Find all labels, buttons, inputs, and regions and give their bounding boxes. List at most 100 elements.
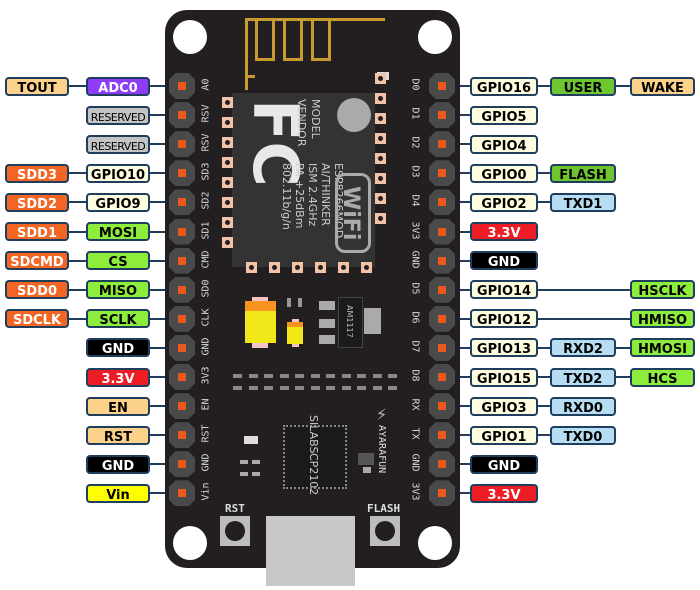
- header-pin[interactable]: [429, 334, 455, 361]
- pin-silk-label: D5: [409, 282, 421, 295]
- module-pad: [222, 217, 233, 228]
- pin-label-sdd3: SDD3: [5, 163, 69, 183]
- header-pin[interactable]: [169, 102, 195, 129]
- connector-line: [150, 288, 169, 291]
- pin-silk-label: GND: [409, 453, 421, 472]
- pin-silk-label: A0: [200, 78, 212, 91]
- header-pin[interactable]: [169, 218, 195, 245]
- pin-silk-label: D3: [409, 165, 421, 178]
- header-pin[interactable]: [169, 393, 195, 420]
- header-pin[interactable]: [169, 364, 195, 390]
- module-pad: [338, 262, 349, 273]
- header-pin[interactable]: [169, 334, 195, 361]
- connector-line: [455, 201, 470, 204]
- smd-resistor: [264, 386, 273, 390]
- smd-resistor: [279, 374, 289, 378]
- pin-silk-label: D6: [409, 311, 421, 324]
- connector-line: [150, 85, 169, 87]
- header-pin[interactable]: [429, 305, 455, 332]
- pin-label-gnd: GND: [86, 454, 150, 474]
- header-pin[interactable]: [429, 218, 455, 245]
- header-pin[interactable]: [429, 393, 455, 420]
- smd-component: [240, 472, 248, 476]
- mounting-hole: [173, 20, 207, 54]
- pin-label-user: USER: [550, 76, 616, 96]
- smd-resistor: [233, 374, 242, 378]
- connector-line: [150, 230, 169, 233]
- header-pin[interactable]: [169, 451, 195, 478]
- flash-silk: FLASH: [367, 502, 401, 515]
- header-pin[interactable]: [429, 160, 455, 187]
- rst-silk: RST: [225, 502, 245, 515]
- led: [244, 436, 258, 444]
- smd-resistor: [295, 374, 304, 378]
- smd-component: [240, 460, 248, 464]
- connector-line: [69, 85, 86, 87]
- header-pin[interactable]: [429, 247, 455, 274]
- pin-label-rxd0: RXD0: [550, 396, 616, 416]
- pin-label-flash: FLASH: [550, 163, 616, 183]
- connector-line: [69, 288, 86, 291]
- header-pin[interactable]: [169, 247, 195, 274]
- header-pin[interactable]: [429, 102, 455, 129]
- header-pin[interactable]: [429, 131, 455, 158]
- pin-silk-label: 3V3: [409, 482, 421, 501]
- header-pin[interactable]: [429, 73, 455, 99]
- header-pin[interactable]: [429, 189, 455, 216]
- flash-button[interactable]: [370, 516, 400, 546]
- pin-label-gpio3: GPIO3: [470, 396, 538, 416]
- connector-line: [69, 201, 86, 204]
- connector-line: [538, 376, 550, 378]
- pin-silk-label: SD0: [200, 279, 212, 298]
- pin-label-txd1: TXD1: [550, 192, 616, 212]
- header-pin[interactable]: [169, 189, 195, 216]
- pin-label-cs: CS: [86, 251, 150, 271]
- header-pin[interactable]: [169, 276, 195, 303]
- pin-label-gpio10: GPIO10: [86, 163, 150, 183]
- connector-line: [538, 317, 630, 320]
- connector-line: [455, 230, 470, 233]
- smd-resistor: [357, 386, 366, 390]
- pin-label-hsclk: HSCLK: [630, 280, 695, 300]
- pin-label-33v: 3.3V: [86, 367, 150, 387]
- connector-line: [150, 434, 169, 437]
- pin-silk-label: CMD: [200, 250, 212, 269]
- header-pin[interactable]: [429, 364, 455, 390]
- smd-resistor: [341, 386, 351, 390]
- smd-component: [363, 467, 371, 473]
- smd-resistor: [310, 374, 320, 378]
- module-pad: [375, 73, 386, 84]
- connector-line: [150, 492, 169, 495]
- pin-label-mosi: MOSI: [86, 222, 150, 241]
- header-pin[interactable]: [429, 422, 455, 449]
- pin-label-33v: 3.3V: [470, 483, 538, 503]
- header-pin[interactable]: [169, 131, 195, 158]
- pin-label-sdcmd: SDCMD: [5, 251, 69, 271]
- connector-line: [538, 85, 550, 87]
- rst-button[interactable]: [220, 516, 250, 546]
- header-pin[interactable]: [429, 480, 455, 507]
- header-pin[interactable]: [429, 451, 455, 478]
- pin-label-gpio13: GPIO13: [470, 338, 538, 358]
- mounting-hole: [418, 526, 452, 560]
- header-pin[interactable]: [169, 160, 195, 187]
- module-pad: [246, 262, 257, 273]
- pin-silk-label: SD1: [200, 220, 212, 240]
- module-pad: [292, 262, 303, 273]
- pin-silk-label: SD3: [200, 162, 212, 181]
- connector-line: [150, 201, 169, 204]
- pin-silk-label: 3V3: [409, 220, 421, 240]
- pin-label-gpio4: GPIO4: [470, 134, 538, 154]
- header-pin[interactable]: [169, 73, 195, 99]
- connector-line: [616, 346, 630, 349]
- smd-resistor: [310, 386, 320, 390]
- pin-label-reserved: RESERVED: [86, 105, 150, 125]
- header-pin[interactable]: [169, 305, 195, 332]
- header-pin[interactable]: [169, 422, 195, 449]
- module-pad: [375, 153, 386, 164]
- module-pad: [222, 137, 233, 148]
- header-pin[interactable]: [169, 480, 195, 507]
- usb-connector[interactable]: [266, 516, 355, 586]
- smd-resistor: [295, 386, 304, 390]
- header-pin[interactable]: [429, 276, 455, 303]
